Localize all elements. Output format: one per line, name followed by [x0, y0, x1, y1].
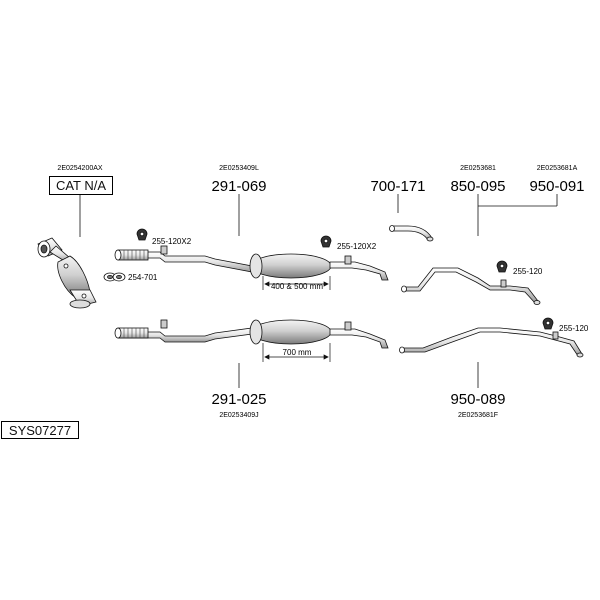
- oem-tailpipe-a: 2E0253681: [460, 165, 496, 172]
- system-code: SYS07277: [1, 421, 79, 439]
- clamp-icon: [103, 272, 126, 282]
- hanger-icon: [542, 317, 554, 330]
- part-291-069: 291-069: [211, 178, 266, 195]
- dimension-upper: [262, 276, 331, 290]
- oem-rear-upper: 2E0253409L: [219, 165, 259, 172]
- part-850-095: 850-095: [450, 178, 505, 195]
- tailpipe-short: [389, 225, 434, 242]
- rear-upper-pipe: [114, 245, 389, 281]
- part-291-025: 291-025: [211, 391, 266, 408]
- dimension-lower-label: 700 mm: [283, 348, 312, 357]
- part-950-091: 950-091: [529, 178, 584, 195]
- dimension-lower: [262, 343, 331, 362]
- clamp-label: 254-701: [128, 273, 158, 282]
- hanger-icon: [320, 235, 332, 248]
- leader-lines: [79, 194, 558, 388]
- hanger-icon: [496, 260, 508, 273]
- catalyst-assembly: [37, 237, 97, 309]
- cat-na-label: CAT N/A: [49, 176, 113, 195]
- oem-catalyst: 2E0254200AX: [57, 165, 102, 172]
- hanger-label-rear: 255-120X2: [337, 242, 377, 251]
- part-700-171: 700-171: [370, 178, 425, 195]
- hanger-icon: [136, 228, 148, 241]
- tailpipe-upper: [401, 267, 541, 305]
- oem-tailpipe-b: 2E0253681A: [537, 165, 578, 172]
- oem-tailpipe-c: 2E0253681F: [458, 412, 498, 419]
- part-950-089: 950-089: [450, 391, 505, 408]
- tailpipe-lower: [399, 327, 584, 358]
- dimension-upper-label: 400 & 500 mm: [271, 282, 323, 291]
- oem-rear-lower: 2E0253409J: [219, 412, 258, 419]
- hanger-label-upper-tail: 255-120: [513, 267, 543, 276]
- hanger-label-front: 255-120X2: [152, 237, 192, 246]
- rear-lower-pipe: [114, 319, 389, 349]
- hanger-label-lower-tail: 255-120: [559, 324, 589, 333]
